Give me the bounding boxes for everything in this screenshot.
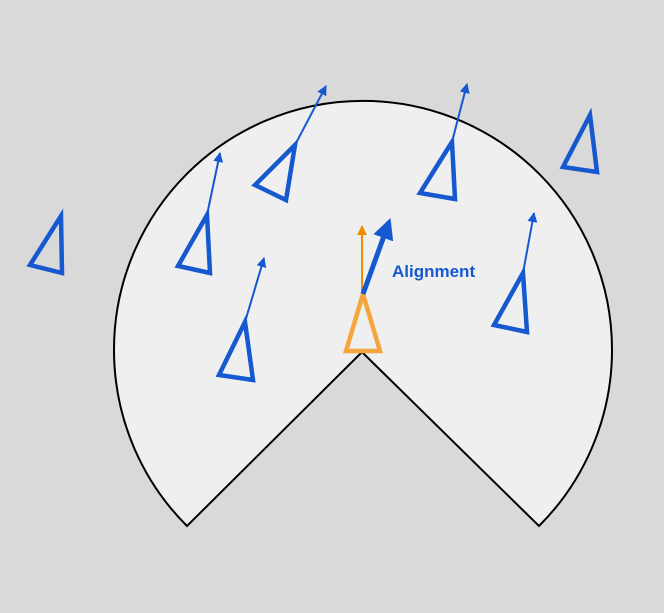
boid-upper-left-body bbox=[251, 138, 299, 204]
boid-far-right bbox=[559, 107, 600, 175]
boid-left bbox=[174, 152, 224, 276]
boid-upper-right bbox=[416, 83, 470, 202]
alignment-label: Alignment bbox=[392, 262, 475, 281]
boid-upper-left-heading-arrow bbox=[294, 85, 327, 146]
boid-lower-left-body bbox=[215, 314, 256, 383]
boid-lower-left-heading-arrow bbox=[244, 257, 267, 323]
boid-left-body bbox=[174, 207, 213, 276]
focal-boid bbox=[342, 218, 394, 354]
focal-boid-body bbox=[342, 286, 384, 354]
alignment-arrow bbox=[360, 218, 394, 295]
boid-far-left bbox=[26, 208, 65, 276]
boid-right-body bbox=[490, 265, 530, 335]
boid-lower-left bbox=[215, 257, 267, 383]
boid-upper-right-heading-arrow bbox=[451, 83, 470, 143]
boid-far-left-body bbox=[26, 208, 65, 276]
perception-zone bbox=[113, 99, 613, 528]
boid-upper-left bbox=[251, 85, 327, 204]
boid-far-right-body bbox=[559, 107, 600, 175]
boid-right-heading-arrow bbox=[522, 212, 538, 274]
boid-right bbox=[490, 212, 538, 335]
boid-upper-right-body bbox=[416, 134, 458, 202]
boid-left-heading-arrow bbox=[206, 152, 224, 216]
neighbor-boids bbox=[26, 83, 600, 383]
